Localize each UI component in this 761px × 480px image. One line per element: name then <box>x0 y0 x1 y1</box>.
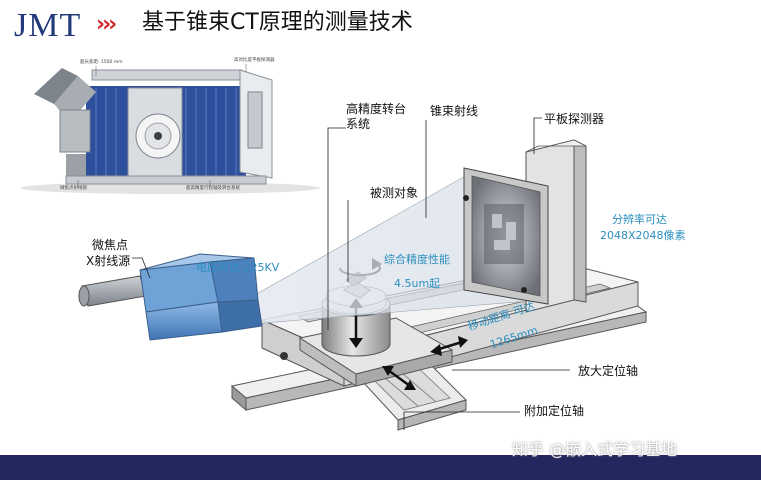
label-extra-axis: 附加定位轴 <box>524 404 585 418</box>
label-precision-line2: 4.5um起 <box>394 277 441 290</box>
company-logo: JMT <box>14 7 82 44</box>
photo-label-focal-length: 超长焦距: 1500 mm <box>80 60 123 65</box>
photo-label-tube: 微焦点射线管 <box>60 186 87 191</box>
label-precision-line1: 综合精度性能 <box>384 253 450 266</box>
additional-axis-arrow-icon <box>382 366 416 390</box>
slide-title: 基于锥束CT原理的测量技术 <box>142 10 413 35</box>
label-source-line2: X射线源 <box>86 254 131 268</box>
label-turntable-line1: 高精度转台 <box>346 102 407 116</box>
travel-arrow-icon <box>430 336 468 356</box>
leader-lines <box>132 117 570 430</box>
chevron-arrows-icon: ››› <box>96 12 117 37</box>
footer-bar <box>0 455 761 480</box>
flat-panel-detector <box>463 139 587 313</box>
machine-photo <box>18 52 320 194</box>
label-magnify-axis: 放大定位轴 <box>578 364 639 378</box>
label-cone-beam: 锥束射线 <box>430 104 479 118</box>
label-turntable-line2: 系统 <box>346 117 371 131</box>
photo-label-axis-system: 超高精度行程轴及转台系统 <box>186 186 240 191</box>
photo-label-detector: 高对比度平板探测器 <box>234 58 275 63</box>
watermark-text: 知乎 @嵌入式学习基地 <box>512 440 678 459</box>
label-measured-object: 被测对象 <box>370 186 419 200</box>
xray-source <box>78 253 263 341</box>
label-resolution-line1: 分辨率可达 <box>612 213 667 226</box>
label-voltage: 电压可达 225KV <box>196 261 280 274</box>
label-resolution-line2: 2048X2048像素 <box>600 229 686 242</box>
label-source-line1: 微焦点 <box>92 238 129 252</box>
label-detector: 平板探测器 <box>544 112 605 126</box>
